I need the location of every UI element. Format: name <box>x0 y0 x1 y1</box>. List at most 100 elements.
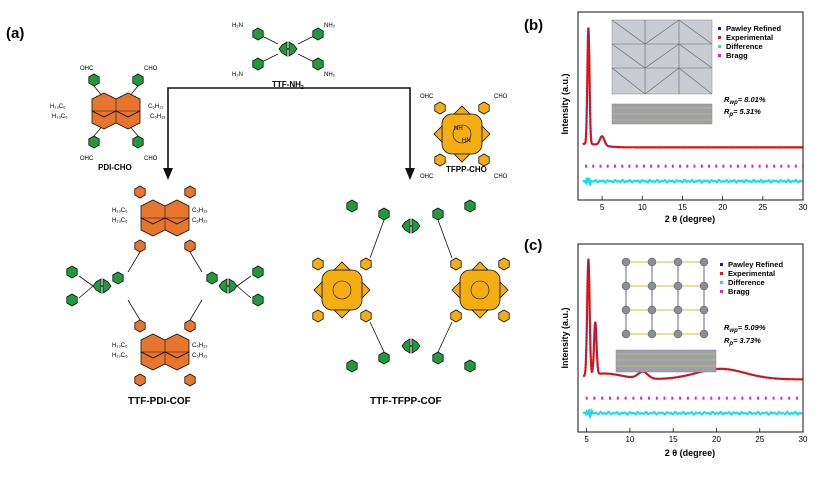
chart-b-bragg-mark <box>657 164 660 168</box>
chart-b-bragg-mark <box>592 164 595 168</box>
chart-b-bragg-mark <box>664 164 667 168</box>
chart-c-bragg-mark <box>640 396 643 400</box>
chart-b-bragg-mark <box>802 164 804 168</box>
legend-marker <box>718 54 721 57</box>
svg-text:CHO: CHO <box>494 174 508 180</box>
chart-b-bragg-mark <box>621 164 624 168</box>
svg-text:H₁₃C₆: H₁₃C₆ <box>112 218 128 224</box>
ttf-pdi-cof-label: TTF-PDI-COF <box>128 396 191 407</box>
chart-c-bragg-mark <box>679 396 682 400</box>
chart-c-xtick-label: 25 <box>755 435 764 444</box>
legend-marker <box>720 263 723 266</box>
svg-text:H₂N: H₂N <box>232 72 243 78</box>
ttf-pdi-cof-structure: H₁₃C₆ H₁₃C₆ C₆H₁₃ C₆H₁₃ H₁₃C₆ H₁₃C₆ C₆H₁… <box>66 185 264 387</box>
chart-c-difference-line <box>582 407 803 418</box>
legend-entry: Pawley Refined <box>728 260 783 269</box>
svg-text:H₁₃C₆: H₁₃C₆ <box>52 114 68 120</box>
svg-text:NH: NH <box>454 126 463 132</box>
panel-a-label: (a) <box>6 25 24 42</box>
chart-b-frame <box>577 11 804 201</box>
chart-c-bragg-mark <box>663 396 666 400</box>
chart-c-bragg-mark <box>593 396 596 400</box>
chart-c-xtick-label: 5 <box>584 435 589 444</box>
chart-c-bragg-mark <box>795 396 798 400</box>
svg-text:OHC: OHC <box>420 94 434 100</box>
chart-c-bragg-mark <box>585 396 588 400</box>
chart-b-bragg-mark <box>650 164 653 168</box>
svg-text:CHO: CHO <box>144 156 158 162</box>
chart-b-bragg-mark <box>765 164 768 168</box>
chart-c-bragg-mark <box>702 396 705 400</box>
svg-text:C₆H₁₃: C₆H₁₃ <box>192 353 208 359</box>
chart-b-bragg-mark <box>708 164 710 168</box>
chart-b-xlabel: 2 θ (degree) <box>665 214 715 224</box>
svg-text:OHC: OHC <box>80 156 94 162</box>
chart-c-bragg-mark <box>772 396 775 400</box>
chart-b-bragg-mark <box>606 164 609 168</box>
chart-c-pawley-line <box>583 258 803 380</box>
chart-b-bragg-mark <box>585 164 587 168</box>
svg-text:C₆H₁₃: C₆H₁₃ <box>148 104 164 110</box>
panel-c-label: (c) <box>524 237 542 254</box>
chart-c-xtick-label: 15 <box>669 435 678 444</box>
svg-text:H₁₃C₆: H₁₃C₆ <box>112 353 128 359</box>
tfpp-cho-label: TFPP-CHO <box>446 165 487 174</box>
chart-b-bragg-mark <box>780 164 783 168</box>
chart-c-bragg-mark <box>733 396 736 400</box>
ttf-nh2-label: TTF-NH2 <box>272 80 304 91</box>
chart-b-bragg-mark <box>729 164 732 168</box>
chart-c-ylabel: Intensity (a.u.) <box>560 307 570 368</box>
chart-c-rp: Rp= 3.73% <box>724 336 761 347</box>
chart-c-bragg-mark <box>616 396 619 400</box>
svg-text:HN: HN <box>462 138 471 144</box>
chart-b-bragg-mark <box>642 164 645 168</box>
chart-c-bragg-mark <box>749 396 752 400</box>
chart-b-rwp: Rwp= 8.01% <box>724 95 766 106</box>
chart-c-xtick-label: 20 <box>712 435 721 444</box>
ttf-tfpp-cof-label: TTF-TFPP-COF <box>370 396 442 407</box>
svg-text:C₆H₁₃: C₆H₁₃ <box>192 343 208 349</box>
svg-text:NH₂: NH₂ <box>324 23 336 29</box>
chart-c-xtick-label: 10 <box>625 435 634 444</box>
chart-b-bragg-mark <box>744 164 747 168</box>
chart-b-bragg-mark <box>758 164 761 168</box>
chart-c-rwp: Rwp= 5.09% <box>724 323 766 334</box>
chart-b-rp: Rp= 5.31% <box>724 107 761 118</box>
chart-c-bragg-mark <box>757 396 759 400</box>
svg-text:CHO: CHO <box>144 66 158 72</box>
legend-entry: Experimental <box>726 33 773 42</box>
panel-b-label: (b) <box>524 17 543 34</box>
chart-c-xlabel: 2 θ (degree) <box>665 448 715 458</box>
chart-c-bragg-mark <box>725 396 728 400</box>
chart-c-bragg-mark <box>686 396 689 400</box>
chart-c-bragg-mark <box>648 396 650 400</box>
chart-b-xtick-label: 10 <box>638 203 647 212</box>
svg-text:CHO: CHO <box>494 94 508 100</box>
svg-text:C₆H₁₃: C₆H₁₃ <box>192 218 208 224</box>
chart-c-bragg-mark <box>624 396 627 400</box>
chart-c-bragg-mark <box>632 396 635 400</box>
svg-text:H₂N: H₂N <box>232 23 243 29</box>
chart-b-bragg-mark <box>773 164 776 168</box>
chart-b-bragg-mark <box>787 164 790 168</box>
chart-c-bragg-mark <box>694 396 697 400</box>
chart-b-bragg-mark <box>628 164 631 168</box>
svg-text:OHC: OHC <box>420 174 434 180</box>
chart-b-xtick-label: 15 <box>678 203 687 212</box>
chart-c-bragg-mark <box>609 396 611 400</box>
chart-b-bragg-mark <box>794 164 797 168</box>
chart-b-bragg-mark <box>635 164 638 168</box>
svg-text:C₆H₁₃: C₆H₁₃ <box>192 208 208 214</box>
chart-c-bragg-mark <box>718 396 721 400</box>
svg-text:OHC: OHC <box>80 66 94 72</box>
ttf-tfpp-cof-structure <box>312 199 510 373</box>
svg-text:C₆H₁₃: C₆H₁₃ <box>150 114 166 120</box>
chart-b-ylabel: Intensity (a.u.) <box>560 73 570 134</box>
svg-text:NH₂: NH₂ <box>324 72 336 78</box>
svg-text:H₁₃C₆: H₁₃C₆ <box>112 343 128 349</box>
chart-c-bragg-mark <box>741 396 744 400</box>
chart-b-xtick-label: 30 <box>799 203 808 212</box>
